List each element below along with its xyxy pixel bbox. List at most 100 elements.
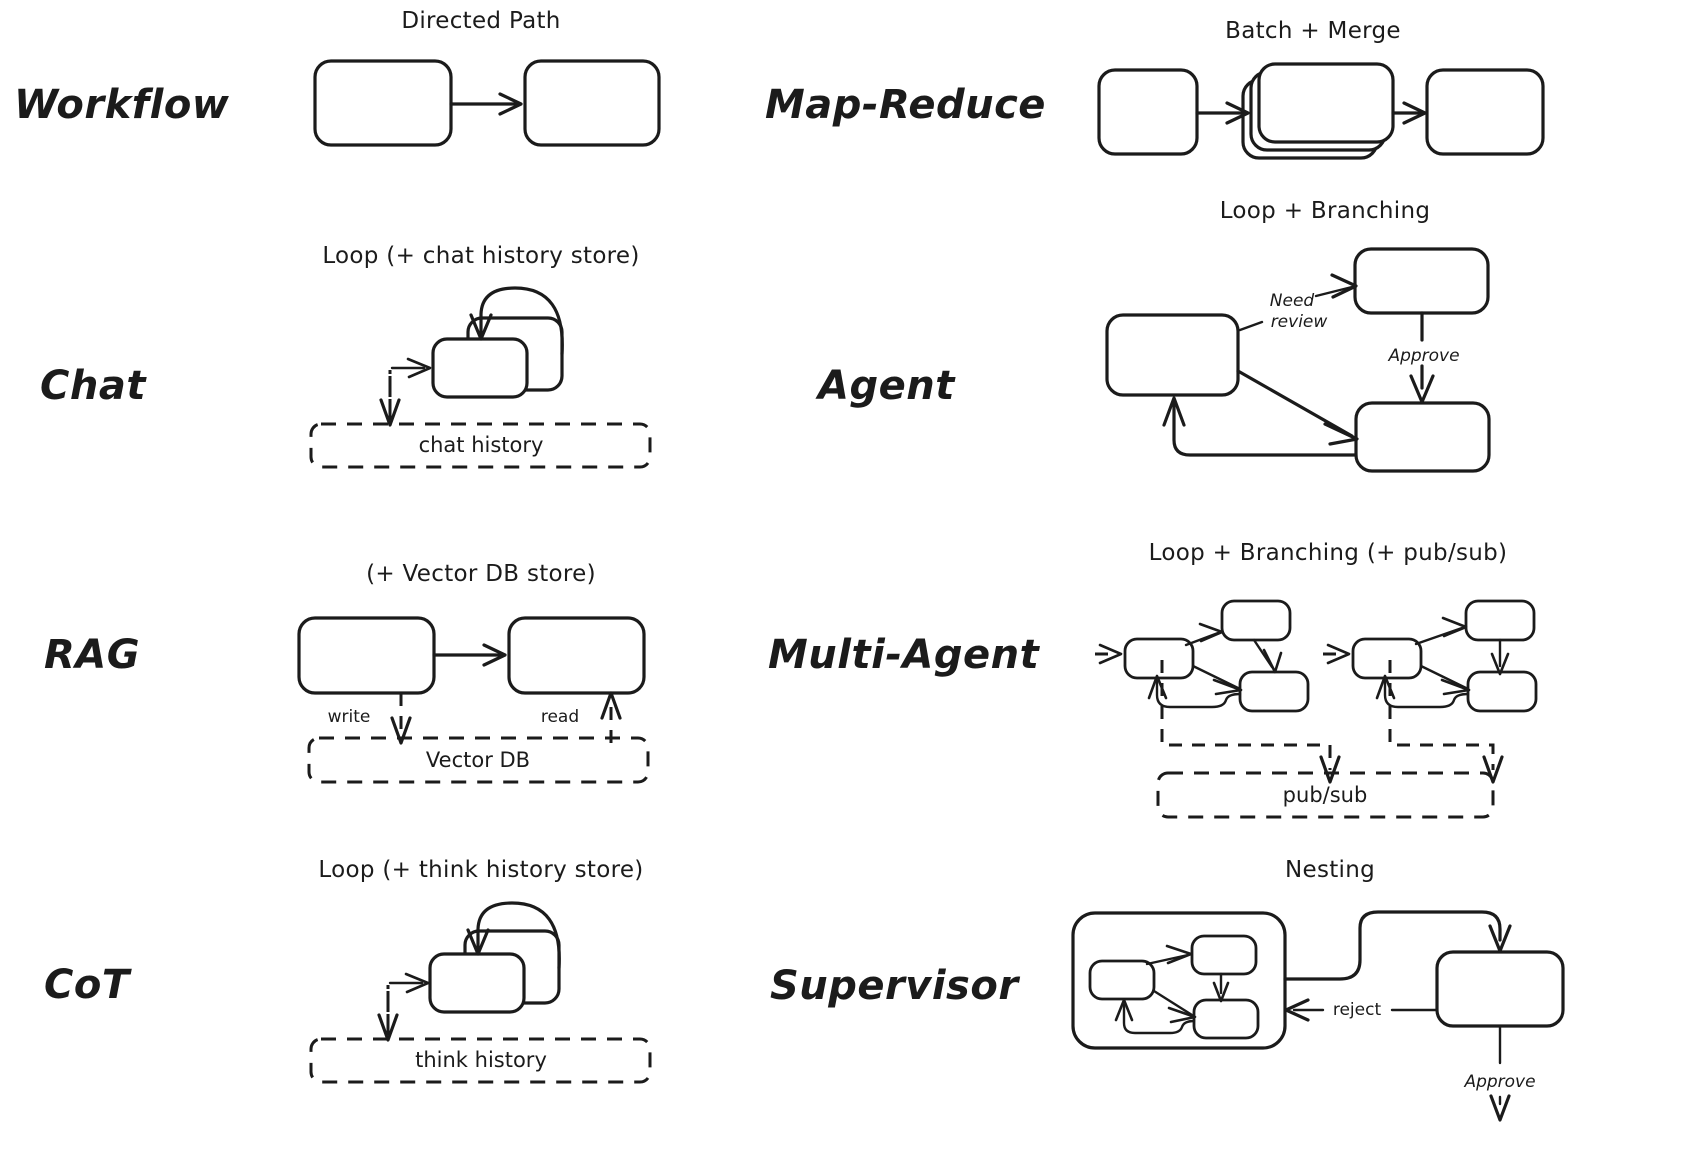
arrowhead-chat-self-loop	[469, 313, 493, 341]
store-label-vector-db: Vector DB	[425, 748, 531, 772]
cot-diagram	[309, 901, 652, 1084]
arrowhead-upload-to-answer	[482, 643, 507, 667]
multi-agent-cluster-b	[1323, 599, 1538, 784]
node-chat[interactable]	[431, 337, 529, 399]
node-agent-summarize-email[interactable]	[1105, 313, 1240, 397]
row-label-map-reduce: Map-Reduce	[765, 82, 1046, 128]
edge-label-read: read	[540, 707, 580, 727]
edge-need-review-leader	[1238, 320, 1264, 332]
arrowhead-nested-left-to-top	[1165, 944, 1193, 965]
caption-loop-chat: Loop (+ chat history store)	[322, 243, 640, 269]
node-summarize-email[interactable]	[313, 59, 453, 147]
arrowhead-map-to-summarize	[1225, 101, 1250, 125]
node-draft-reply[interactable]	[523, 59, 661, 147]
edge-a-right-loop-back	[1155, 679, 1242, 709]
rag-diagram	[297, 616, 650, 784]
store-vector-db[interactable]	[307, 736, 650, 784]
store-label-chat-history: chat history	[418, 433, 544, 457]
node-nested-top[interactable]	[1190, 934, 1258, 976]
node-answer-questions[interactable]	[507, 616, 646, 695]
edge-need-review	[1314, 285, 1354, 298]
node-cluster-a-top[interactable]	[1220, 599, 1292, 642]
row-label-multi-agent: Multi-Agent	[768, 632, 1040, 678]
arrowhead-a-left-to-top	[1198, 622, 1224, 643]
arrowhead-nested-left-to-bottom	[1167, 1006, 1197, 1024]
chat-diagram	[309, 286, 652, 469]
arrowhead-chat-history-write	[379, 398, 401, 427]
store-chat-history[interactable]	[309, 422, 652, 469]
caption-nesting: Nesting	[1284, 857, 1376, 883]
node-think[interactable]	[428, 952, 526, 1014]
row-label-supervisor: Supervisor	[770, 963, 1019, 1009]
edge-label-review: review	[1270, 312, 1328, 332]
arrowhead-b-top-to-right	[1490, 652, 1510, 676]
arrowhead-a-bus-in	[1098, 643, 1123, 665]
arrowhead-a-top-to-right	[1262, 648, 1283, 674]
workflow-diagram	[313, 59, 661, 147]
arrowhead-b-left-to-top	[1441, 616, 1468, 638]
node-cluster-a-right[interactable]	[1238, 670, 1310, 713]
edge-a-left-to-right	[1191, 664, 1240, 690]
row-label-chat: Chat	[40, 363, 146, 409]
caption-loop-branching: Loop + Branching	[1219, 198, 1431, 224]
node-nested-left[interactable]	[1088, 959, 1156, 1001]
edge-think-self-loop	[476, 901, 561, 970]
arrowhead-write-to-vector-db	[390, 716, 412, 745]
arrowhead-need-review	[1330, 273, 1358, 299]
arrowhead-b-left-to-right	[1440, 678, 1471, 696]
store-label-pub-sub: pub/sub	[1282, 783, 1368, 807]
row-label-rag: RAG	[44, 632, 141, 678]
arrowhead-a-left-to-right	[1212, 678, 1243, 696]
node-cluster-b-right[interactable]	[1466, 670, 1538, 713]
edge-label-need: Need	[1269, 291, 1315, 311]
edge-summarize-to-draft-reply	[1236, 369, 1354, 438]
edge-b-right-loop-back	[1383, 679, 1470, 709]
arrowhead-think-history-read	[404, 972, 430, 994]
edge-a-bus-down	[1160, 660, 1332, 770]
caption-directed-path: Directed Path	[401, 8, 561, 34]
arrowhead-draft-reply-loop-back	[1162, 396, 1186, 427]
node-agent-draft-reply[interactable]	[1354, 401, 1491, 473]
map-reduce-diagram	[1097, 62, 1545, 160]
arrowhead-chat-history-read	[406, 357, 432, 379]
caption-batch-merge: Batch + Merge	[1225, 18, 1401, 44]
store-pub-sub[interactable]	[1156, 771, 1495, 819]
arrowhead-summarize-to-draft	[498, 92, 523, 116]
arrowhead-nested-bottom-loop-back	[1114, 998, 1134, 1022]
row-label-cot: CoT	[44, 962, 130, 1008]
agent-diagram	[1105, 247, 1491, 473]
arrowhead-review-approve	[1409, 374, 1435, 404]
caption-loop-branching-pubsub: Loop + Branching (+ pub/sub)	[1148, 540, 1508, 566]
node-map-chunks[interactable]	[1097, 68, 1199, 156]
arrowhead-b-bus-down	[1482, 755, 1504, 784]
node-nested-bottom[interactable]	[1192, 998, 1260, 1040]
arrowhead-supervise-approve	[1489, 1094, 1511, 1122]
caption-loop-think: Loop (+ think history store)	[318, 857, 644, 883]
arrowhead-a-bus-down	[1319, 755, 1341, 784]
node-upload-documents[interactable]	[297, 616, 436, 695]
arrowhead-b-bus-in	[1326, 643, 1351, 665]
arrowhead-nested-top-to-bottom	[1212, 981, 1230, 1003]
node-reduce-summaries[interactable]	[1425, 68, 1545, 156]
multi-agent-diagram	[1095, 599, 1538, 819]
edge-nested-bottom-loop-back	[1122, 1003, 1196, 1035]
edge-label-write: write	[327, 707, 371, 727]
edge-cluster-to-supervise	[1283, 910, 1502, 981]
node-supervise[interactable]	[1435, 950, 1565, 1028]
edge-chat-self-loop	[479, 286, 564, 356]
store-label-think-history: think history	[415, 1048, 547, 1072]
node-cluster-b-top[interactable]	[1464, 599, 1536, 642]
node-cluster-b-left[interactable]	[1351, 637, 1423, 680]
caption-vector-db-store: (+ Vector DB store)	[366, 561, 596, 587]
node-review[interactable]	[1353, 247, 1490, 315]
arrowhead-cluster-to-supervise	[1488, 924, 1512, 953]
store-think-history[interactable]	[309, 1037, 652, 1084]
edge-nested-left-to-bottom	[1152, 989, 1194, 1017]
node-cluster-a-left[interactable]	[1123, 637, 1195, 680]
node-summarize-chunk[interactable]	[1257, 62, 1395, 144]
edge-label-supervisor-approve: Approve	[1464, 1072, 1536, 1092]
arrowhead-read-from-vector-db	[600, 691, 622, 720]
supervisor-diagram	[1071, 910, 1565, 1122]
edge-label-approve: Approve	[1388, 346, 1460, 366]
